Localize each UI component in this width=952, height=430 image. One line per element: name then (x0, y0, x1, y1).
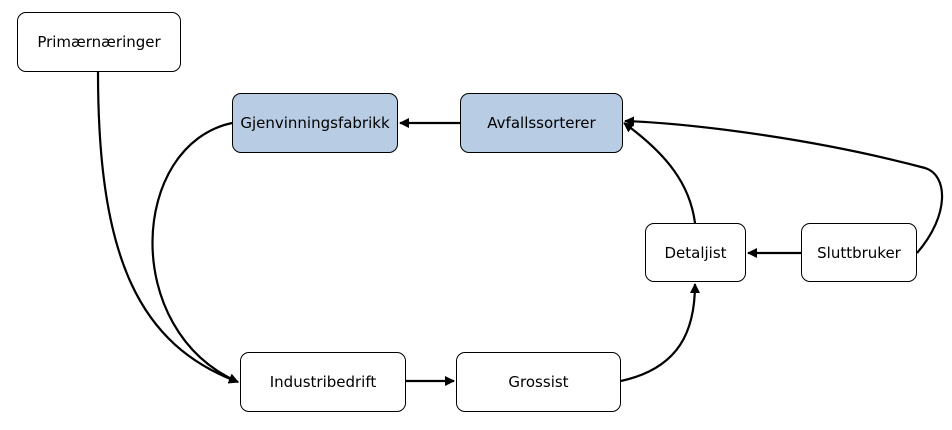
node-primaernaeringer-label: Primærnæringer (37, 33, 161, 51)
node-sluttbruker: Sluttbruker (801, 223, 917, 282)
edge-slutt-to-avfall (624, 116, 944, 254)
edge-grossist-to-detaljist (620, 283, 700, 383)
node-gjenvinningsfabrikk-label: Gjenvinningsfabrikk (240, 114, 390, 132)
edge-detaljist-to-avfall (623, 122, 697, 224)
node-gjenvinningsfabrikk: Gjenvinningsfabrikk (232, 93, 398, 153)
node-avfallssorterer: Avfallssorterer (460, 93, 623, 153)
node-detaljist-label: Detaljist (664, 243, 727, 262)
node-industribedrift: Industribedrift (240, 352, 406, 412)
node-primaernaeringer: Primærnæringer (17, 12, 181, 72)
node-grossist-label: Grossist (508, 373, 569, 391)
node-avfallssorterer-label: Avfallssorterer (487, 114, 596, 132)
edge-primaer-to-industri (96, 71, 239, 384)
edge-gjenvinning-to-industri (151, 121, 239, 384)
node-detaljist: Detaljist (645, 223, 746, 282)
node-sluttbruker-label: Sluttbruker (817, 243, 901, 262)
node-industribedrift-label: Industribedrift (269, 373, 377, 391)
node-grossist: Grossist (456, 352, 621, 412)
